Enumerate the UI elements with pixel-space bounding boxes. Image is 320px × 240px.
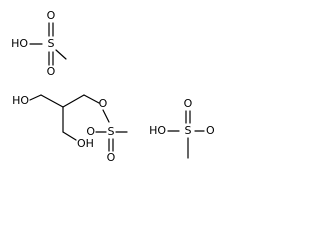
atom-oxygen-bottom: O <box>107 151 116 164</box>
bond-ch2-o-ester <box>83 94 100 104</box>
atom-hydroxyl-top: HO <box>12 94 29 107</box>
atom-oxygen-bottom: O <box>47 65 56 78</box>
bond-ho-ch2-top <box>29 94 42 101</box>
molecule-methanesulfonic-acid-1: HO S O O <box>11 9 67 78</box>
atom-sulfur: S <box>185 124 192 137</box>
chemical-structure-diagram: HO S O O HO OH O S O O HO S O O <box>11 9 215 164</box>
atom-hydroxyl: HO <box>11 37 28 50</box>
atom-oxygen-right: O <box>206 124 215 137</box>
bond-ch2-oh-bottom <box>62 131 77 141</box>
atom-hydroxyl: HO <box>149 124 166 137</box>
atom-ester-oxygen: O <box>99 97 108 110</box>
molecule-methanesulfonic-acid-2: HO S O O <box>149 97 215 159</box>
atom-sulfur: S <box>108 125 115 138</box>
atom-oxygen-top: O <box>47 9 56 22</box>
bond-ch-ch2-right <box>62 94 85 108</box>
molecule-diol-mesylate: HO OH O S O O <box>12 94 128 164</box>
atom-hydroxyl-bottom: OH <box>77 137 94 150</box>
atom-oxygen-top: O <box>184 97 193 110</box>
atom-sulfur: S <box>48 37 55 50</box>
bond-ch2-ch-top <box>40 94 64 108</box>
bond-o-s <box>102 109 110 123</box>
bond-s-methyl <box>55 49 67 60</box>
atom-oxygen-left: O <box>86 125 95 138</box>
